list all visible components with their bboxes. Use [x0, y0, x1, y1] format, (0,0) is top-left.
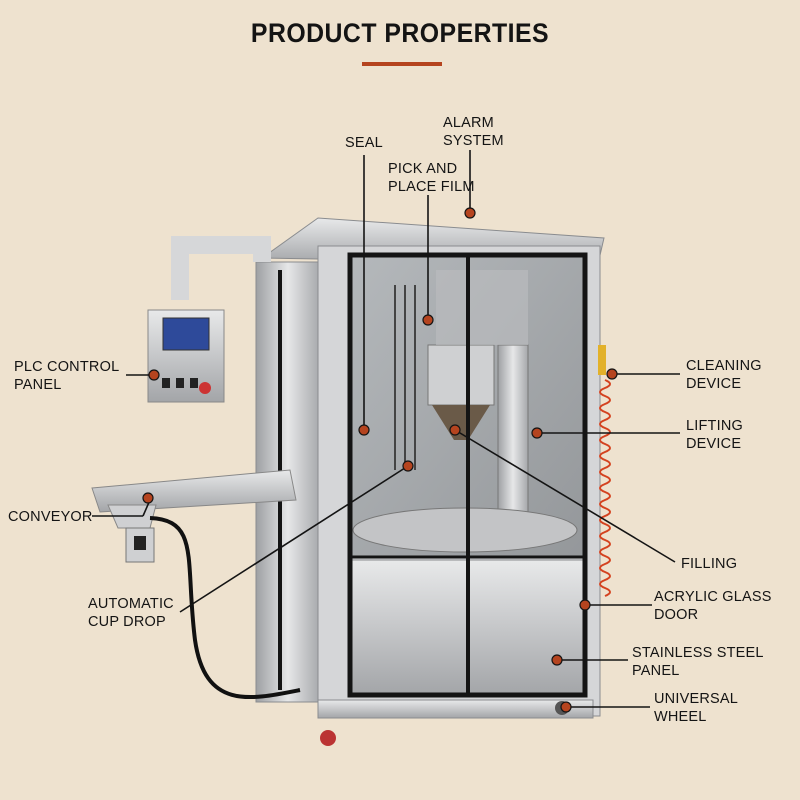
marker-wheel: [560, 701, 572, 713]
marker-steel-panel: [551, 654, 563, 666]
marker-plc: [148, 369, 160, 381]
label-cleaning-device: CLEANING DEVICE: [686, 358, 762, 392]
cleaning-gun: [598, 345, 606, 375]
filling-funnel: [432, 405, 490, 440]
marker-filling: [449, 424, 461, 436]
label-automatic-cup-drop: AUTOMATIC CUP DROP: [88, 596, 174, 630]
label-filling: FILLING: [681, 556, 738, 572]
marker-conveyor: [142, 492, 154, 504]
label-acrylic-glass-door: ACRYLIC GLASS DOOR: [654, 589, 772, 623]
filling-hopper: [427, 344, 495, 406]
marker-cup-drop: [402, 460, 414, 472]
label-lifting-device: LIFTING DEVICE: [686, 418, 743, 452]
label-alarm-system: ALARM SYSTEM: [443, 115, 504, 149]
marker-film: [422, 314, 434, 326]
label-seal: SEAL: [345, 135, 383, 151]
marker-seal: [358, 424, 370, 436]
marker-acrylic: [579, 599, 591, 611]
marker-cleaning: [606, 368, 618, 380]
film-pick-column: [436, 270, 528, 345]
universal-wheel-icon: [320, 730, 336, 746]
marker-lifting: [531, 427, 543, 439]
rotary-plate: [352, 507, 578, 553]
power-cable: [149, 516, 301, 699]
marker-alarm: [464, 207, 476, 219]
label-plc-control-panel: PLC CONTROL PANEL: [14, 359, 120, 393]
plc-arm: [171, 236, 271, 300]
conveyor-belt: [91, 469, 297, 513]
label-pick-and-place-film: PICK AND PLACE FILM: [388, 161, 475, 195]
label-universal-wheel: UNIVERSAL WHEEL: [654, 691, 738, 725]
plc-screen: [162, 317, 210, 351]
title-underline: [362, 62, 442, 66]
cleaning-coil: [599, 379, 611, 597]
page-title: PRODUCT PROPERTIES: [250, 18, 550, 48]
machine-base: [317, 699, 594, 719]
label-stainless-steel-panel: STAINLESS STEEL PANEL: [632, 645, 764, 679]
label-conveyor: CONVEYOR: [8, 509, 93, 525]
